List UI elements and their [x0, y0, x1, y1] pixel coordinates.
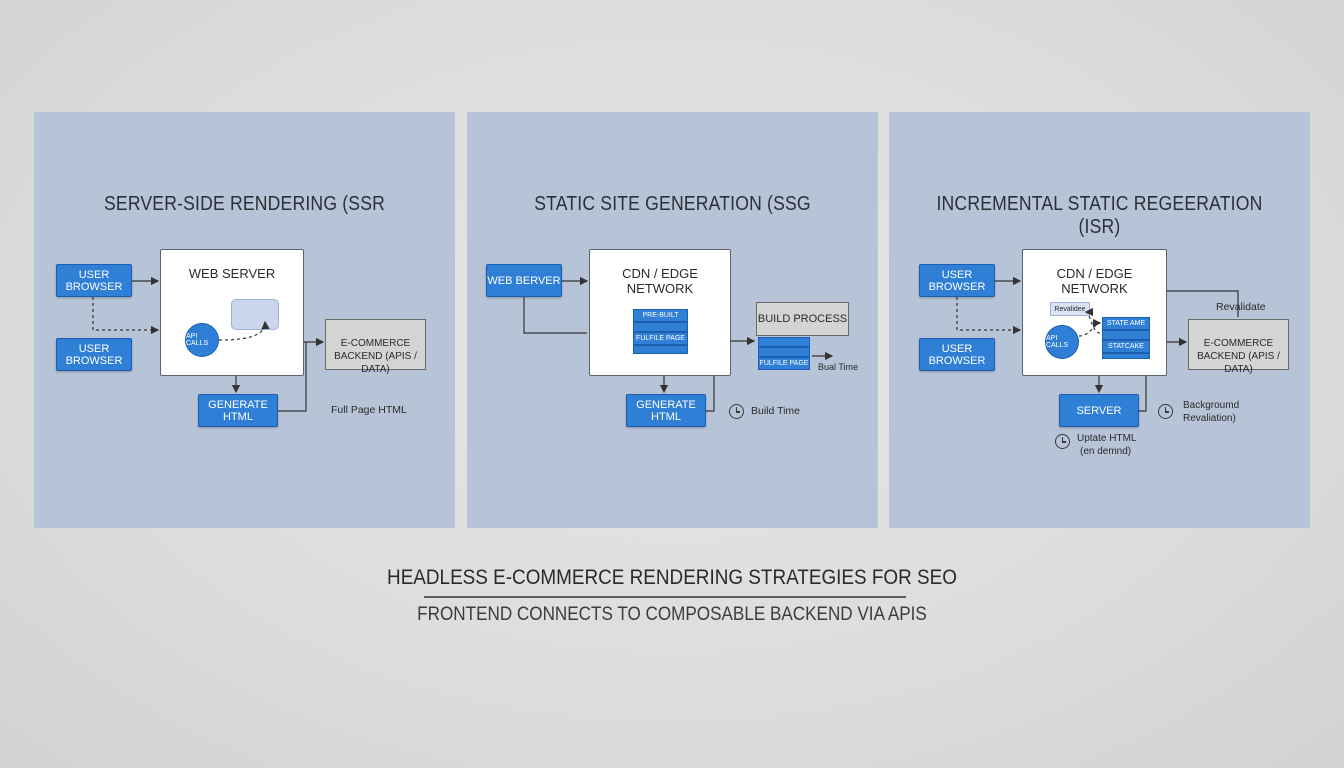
build-stack-layer-1	[758, 337, 810, 347]
web-server-title: WEB SERVER	[188, 266, 276, 281]
ecommerce-backend-box: E-COMMERCE BACKEND (APIS / DATA)	[325, 319, 426, 375]
full-page-html-label: Full Page HTML	[331, 404, 407, 416]
isr-stack-layer-3: STATCAKE	[1102, 340, 1150, 353]
isr-stack-layer-1: STATE AME	[1102, 317, 1150, 330]
prebuilt-page-layer-3: FULFILE PAGE	[633, 332, 688, 345]
build-process-box: BUILD PROCESS	[756, 302, 849, 336]
background-label-1: Backgroumd	[1183, 400, 1240, 411]
update-html-label-1: Uptate HTML	[1077, 433, 1137, 444]
title-divider	[424, 596, 906, 598]
panel-title-ssr: SERVER-SIDE RENDERING (SSR	[103, 193, 386, 215]
prebuilt-page-layer-2	[633, 322, 688, 332]
build-time-label: Build Time	[751, 405, 801, 417]
generate-html-box-ssg: GENERATE HTML	[626, 394, 706, 427]
user-browser-box-bottom: USER BROWSER	[56, 338, 132, 371]
clock-icon-ssg	[729, 404, 744, 419]
build-stack-layer-3: FULFILE PAGE	[758, 357, 810, 370]
clock-icon-isr-update	[1055, 434, 1070, 449]
user-browser-box-top-isr: USER BROWSER	[919, 264, 995, 297]
server-box-isr: SERVER	[1059, 394, 1139, 427]
revalidate-label: Revalidate	[1216, 301, 1266, 313]
api-calls-circle-isr: API CALLS	[1045, 325, 1079, 359]
bual-time-label: Bual Time	[818, 362, 859, 372]
isr-stack-layer-4	[1102, 353, 1150, 359]
clock-icon-isr-background	[1158, 404, 1173, 419]
generate-html-box-ssr: GENERATE HTML	[198, 394, 278, 427]
main-title: HEADLESS E-COMMERCE RENDERING STRATEGIES…	[387, 566, 957, 589]
main-subtitle: FRONTEND CONNECTS TO COMPOSABLE BACKEND …	[417, 604, 927, 625]
cdn-edge-title-ssg: CDN / EDGE NETWORK	[622, 266, 698, 296]
cdn-edge-title-isr: CDN / EDGE NETWORK	[1056, 266, 1133, 296]
cdn-edge-box-ssg: CDN / EDGE NETWORK	[589, 249, 731, 376]
web-server-box-ssg: WEB BERVER	[486, 264, 562, 297]
background-label-2: Revaliation)	[1183, 413, 1236, 424]
prebuilt-page-layer-1: PRE-BUILT	[633, 309, 688, 322]
isr-stack-layer-2	[1102, 330, 1150, 340]
prebuilt-page-layer-4	[633, 345, 688, 354]
panel-title-isr: INCREMENTAL STATIC REGEERATION (ISR)	[936, 193, 1263, 238]
update-html-label-2: (en demnd)	[1080, 446, 1132, 457]
placeholder-page-block	[231, 299, 279, 330]
panel-title-ssg: STATIC SITE GENERATION (SSG	[534, 193, 811, 215]
build-stack-layer-2	[758, 347, 810, 357]
web-server-box: WEB SERVER	[160, 249, 304, 376]
user-browser-box-top: USER BROWSER	[56, 264, 132, 297]
ecommerce-backend-box-isr: E-COMMERCE BACKEND (APIS / DATA)	[1188, 319, 1289, 375]
user-browser-box-bottom-isr: USER BROWSER	[919, 338, 995, 371]
revalidate-tag: Revalidee	[1050, 302, 1090, 316]
api-calls-circle: API CALLS	[185, 323, 219, 357]
